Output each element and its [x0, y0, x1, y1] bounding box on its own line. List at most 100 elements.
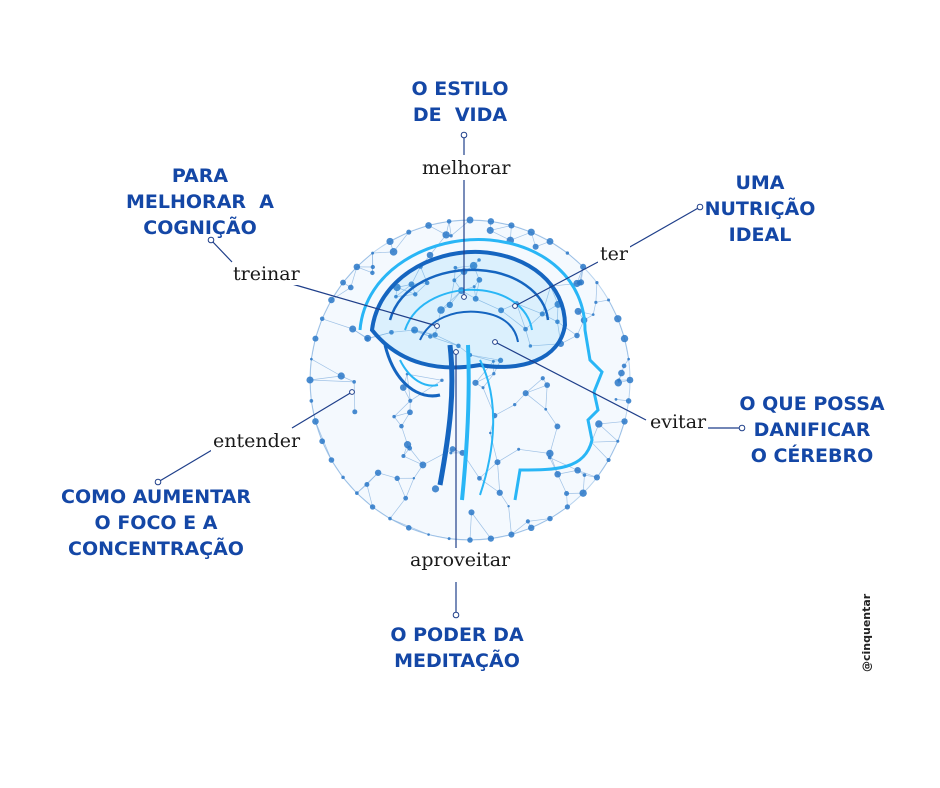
network-edge [309, 375, 342, 381]
network-node [399, 423, 404, 429]
network-node [468, 509, 475, 516]
network-edge [342, 477, 358, 494]
network-node [488, 431, 492, 435]
connector-anchor-harm [492, 339, 498, 345]
network-edge [490, 221, 512, 226]
network-edge [549, 457, 578, 471]
network-node [554, 470, 561, 478]
network-node [466, 216, 474, 224]
neck-line [479, 359, 495, 496]
network-node [481, 386, 485, 390]
network-node [364, 334, 372, 342]
network-edge [525, 329, 531, 347]
network-node [407, 409, 413, 416]
network-node [408, 281, 415, 288]
network-node [607, 298, 611, 302]
network-node [614, 397, 618, 401]
network-node [467, 537, 473, 543]
brain-stem [437, 344, 455, 486]
connector-focus [291, 391, 353, 429]
network-node [508, 222, 515, 229]
network-node [486, 226, 494, 234]
network-node [347, 284, 354, 291]
network-edge [315, 421, 323, 442]
network-edge [428, 221, 450, 226]
connector-anchor-meditation [453, 349, 459, 355]
network-node [532, 243, 539, 250]
network-edge [350, 266, 358, 288]
network-node [452, 278, 457, 283]
network-edge [378, 472, 398, 479]
network-edge [471, 512, 492, 539]
network-edge [591, 441, 609, 461]
network-edge [500, 309, 526, 330]
network-node [528, 524, 535, 532]
network-edge [309, 379, 355, 383]
network-edge [527, 518, 551, 522]
network-node [427, 533, 430, 536]
network-node [472, 285, 476, 289]
network-node [352, 380, 356, 384]
network-edge [591, 440, 618, 443]
network-node [399, 384, 407, 391]
network-edge [311, 400, 316, 422]
network-node [487, 535, 494, 542]
network-node [413, 292, 418, 297]
network-node [446, 301, 454, 309]
network-node [306, 376, 314, 384]
network-node [310, 357, 313, 361]
goal-cognition: PARA MELHORAR A COGNIÇÃO [126, 165, 274, 239]
network-edge [315, 318, 323, 339]
network-node [507, 504, 510, 508]
author-handle: @cinquentar [860, 593, 873, 672]
network-node [476, 277, 483, 283]
network-edge [440, 290, 462, 311]
network-node [627, 357, 630, 361]
network-edge [508, 506, 512, 535]
network-edge [331, 459, 344, 478]
network-edge [396, 478, 406, 499]
network-edge [407, 373, 442, 381]
connector-endpoint-focus [154, 478, 162, 486]
network-edge [415, 282, 428, 295]
network-node [369, 504, 376, 510]
network-edge [321, 299, 332, 319]
network-node [555, 319, 560, 325]
network-node [539, 311, 545, 317]
network-edge [408, 225, 429, 233]
connector-cognition [210, 239, 233, 263]
network-node [472, 295, 479, 302]
network-node [328, 296, 335, 304]
network-node [513, 403, 517, 407]
network-node [312, 335, 319, 342]
brain-fold [404, 288, 533, 331]
network-node [498, 307, 505, 314]
network-node [371, 251, 375, 255]
network-edge [393, 400, 411, 417]
network-edge [475, 298, 502, 311]
network-edge [311, 338, 316, 360]
network-node [440, 378, 444, 383]
network-edge [557, 469, 578, 475]
network-edge [450, 219, 471, 237]
network-node [547, 515, 553, 522]
network-node [446, 219, 452, 224]
network-node [469, 261, 478, 270]
network-node [574, 332, 580, 339]
connector-endpoint-cognition [207, 236, 215, 244]
brain-fold [388, 268, 550, 321]
network-edge [545, 409, 558, 427]
goal-nutrition: UMA NUTRIÇÃO IDEAL [704, 172, 816, 246]
network-node [312, 418, 319, 425]
network-node [591, 313, 595, 317]
network-edge [490, 225, 512, 231]
connector-endpoint-nutrition [696, 203, 704, 211]
network-edge [469, 512, 472, 541]
network-edge [549, 241, 568, 254]
network-node [386, 237, 394, 246]
network-edge [511, 527, 532, 535]
network-node [352, 409, 358, 415]
network-node [374, 469, 382, 476]
network-node [411, 326, 419, 334]
network-edge [557, 474, 567, 494]
